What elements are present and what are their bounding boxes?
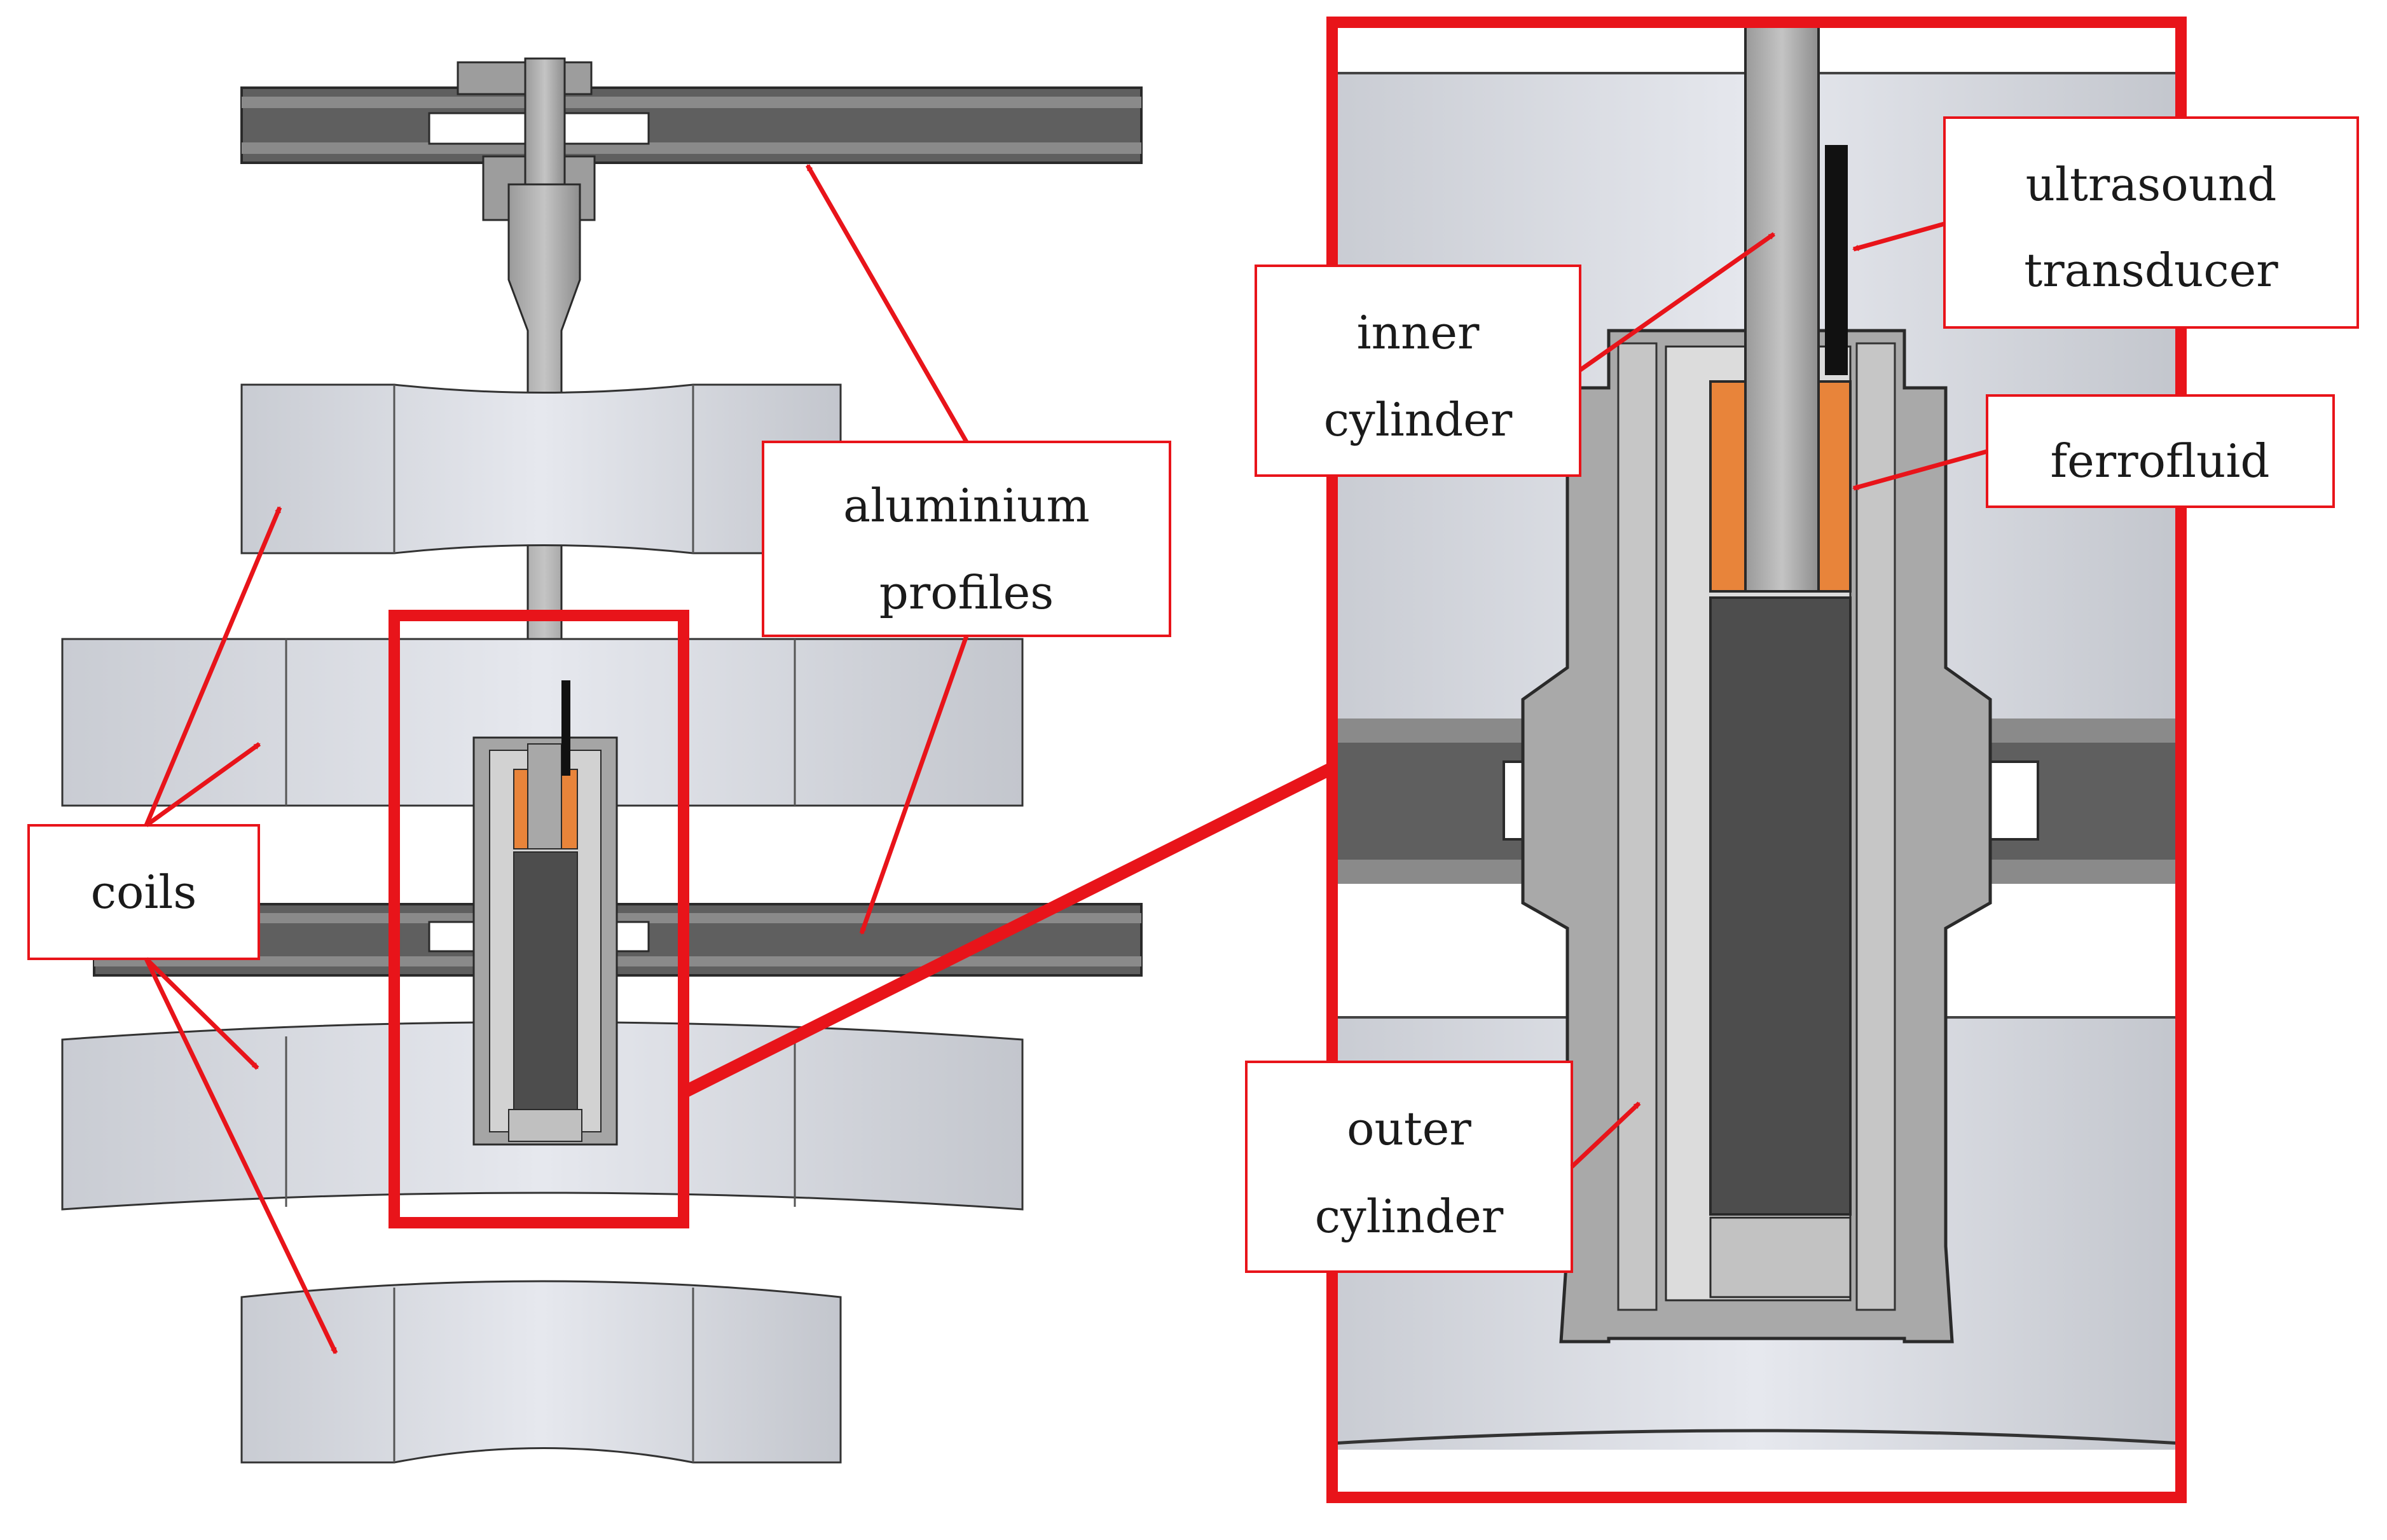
zoom-connector-line — [680, 762, 1335, 1098]
arrow-outer-cylinder — [1570, 1101, 1641, 1169]
label-aluminium-profiles: aluminium profiles — [762, 441, 1171, 637]
zoom-ultrasound-transducer — [1825, 145, 1848, 375]
label-coils: coils — [27, 824, 260, 960]
label-outer-line2: cylinder — [1315, 1190, 1504, 1243]
label-ferrofluid: ferrofluid — [1986, 394, 2335, 508]
zoom-inner-cylinder-rod — [1744, 22, 1820, 593]
label-aluminium-line2: profiles — [879, 566, 1054, 619]
arrow-coils-to-coil-2 — [144, 742, 261, 827]
zoom-inner-core — [1709, 596, 1852, 1216]
arrow-coils-to-coil-3 — [144, 957, 259, 1070]
assembly-overview — [61, 57, 1143, 1464]
cylinder-assembly-small — [472, 680, 618, 1146]
label-ferrofluid-text: ferrofluid — [2051, 434, 2270, 488]
zoom-selection-frame — [389, 610, 689, 1228]
arrow-ultrasound-transducer — [1852, 221, 1945, 252]
arrow-ferrofluid — [1852, 449, 1988, 491]
arrow-inner-cylinder — [1578, 232, 1776, 372]
zoom-bottom-ring — [1709, 1216, 1852, 1298]
label-aluminium-line1: aluminium — [843, 479, 1090, 532]
label-outer-line1: outer — [1347, 1102, 1471, 1155]
label-inner-line2: cylinder — [1324, 393, 1513, 446]
label-coils-text: coils — [91, 865, 197, 919]
annotation-arrows — [144, 164, 1988, 1354]
label-outer-cylinder: outer cylinder — [1245, 1061, 1573, 1273]
label-ultrasound-transducer: ultrasound transducer — [1943, 116, 2359, 329]
arrow-coils-to-coil-1 — [144, 506, 282, 827]
coil-1 — [240, 383, 842, 554]
arrow-aluminium-to-top-profile — [805, 164, 969, 443]
label-ultrasound-line1: ultrasound — [2026, 158, 2277, 211]
coil-4 — [240, 1280, 842, 1464]
arrow-coils-to-coil-4 — [144, 958, 338, 1354]
label-inner-line1: inner — [1357, 306, 1480, 359]
label-ultrasound-line2: transducer — [2024, 244, 2278, 297]
top-aluminium-profile — [240, 61, 1143, 221]
label-inner-cylinder: inner cylinder — [1255, 265, 1581, 477]
arrow-aluminium-to-middle-profile — [859, 635, 969, 935]
zoom-frame — [1326, 17, 2187, 1503]
